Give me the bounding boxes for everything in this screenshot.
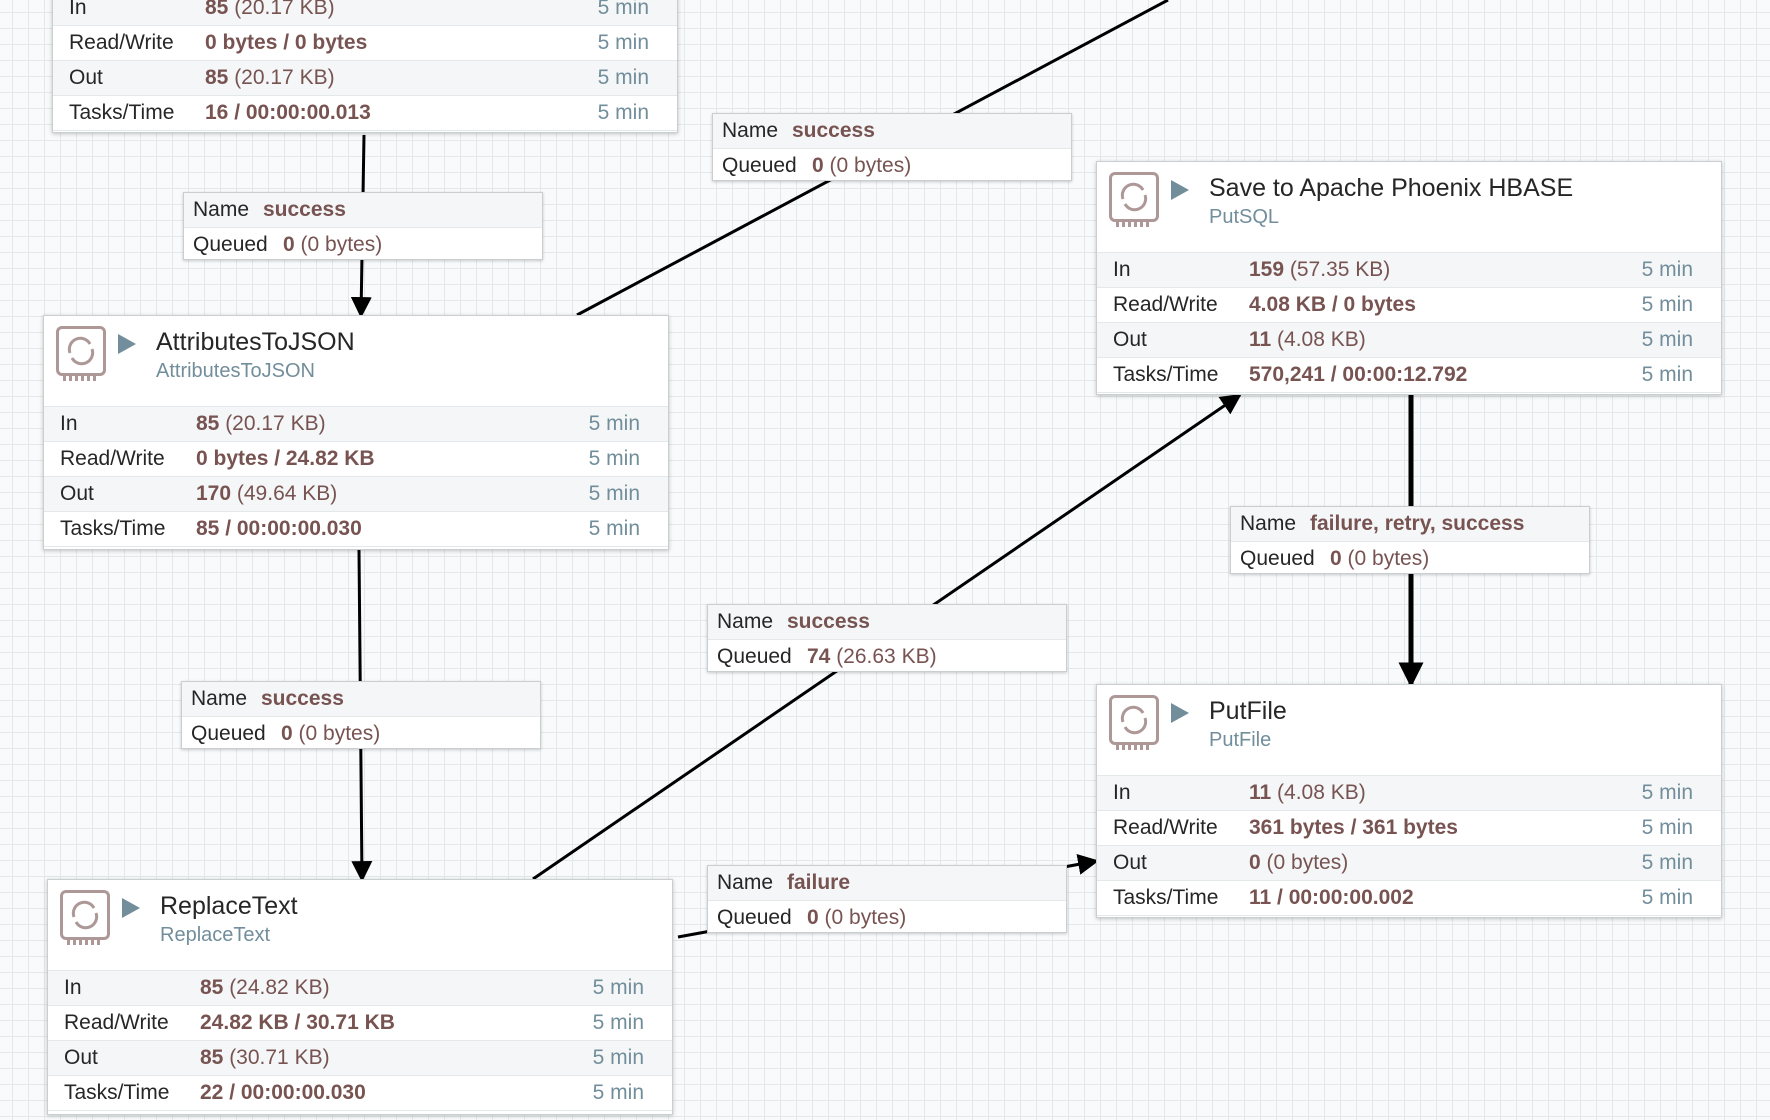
processor-header: Save to Apache Phoenix HBASE PutSQL	[1097, 162, 1721, 252]
play-icon[interactable]	[118, 334, 136, 354]
processor-name: Save to Apache Phoenix HBASE	[1209, 174, 1574, 202]
processor-header: AttributesToJSON AttributesToJSON	[44, 316, 668, 406]
processor-name: PutFile	[1209, 697, 1287, 725]
play-icon[interactable]	[1171, 180, 1189, 200]
processor-icon	[1109, 695, 1159, 750]
play-icon[interactable]	[122, 898, 140, 918]
play-icon[interactable]	[1171, 703, 1189, 723]
processor-name: ReplaceText	[160, 892, 298, 920]
processor-type: ReplaceText	[160, 924, 271, 946]
processor-type: AttributesToJSON	[156, 360, 315, 382]
processor-icon	[60, 890, 110, 945]
processor-type: PutFile	[1209, 729, 1272, 751]
processor-icon	[56, 326, 106, 381]
processor-header: PutFile PutFile	[1097, 685, 1721, 775]
processor-type: PutSQL	[1209, 206, 1280, 228]
processor-icon	[1109, 172, 1159, 227]
processor-name: AttributesToJSON	[156, 328, 355, 356]
processor-header: ReplaceText ReplaceText	[48, 880, 672, 970]
